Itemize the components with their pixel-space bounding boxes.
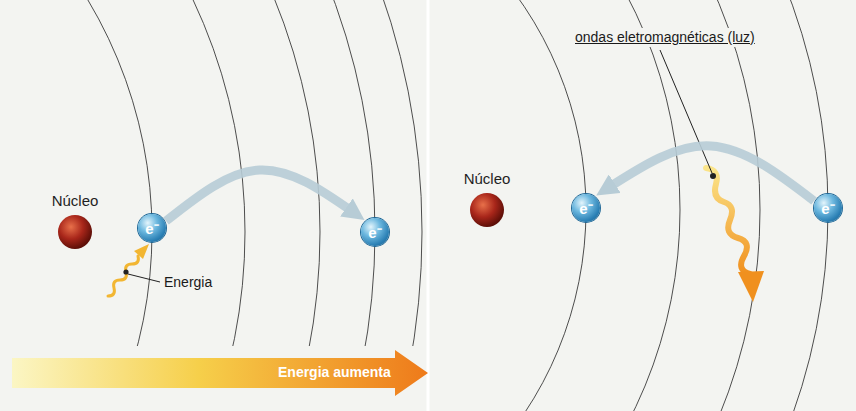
energy-wave-head bbox=[134, 244, 149, 259]
transition-arrow bbox=[166, 170, 353, 221]
orbits-left bbox=[0, 0, 422, 346]
nucleus-ball bbox=[470, 193, 504, 227]
electron: e⁻ bbox=[138, 214, 166, 242]
panel-gap bbox=[427, 0, 430, 411]
light-wave bbox=[706, 168, 750, 274]
bar-label: Energia aumenta bbox=[278, 364, 391, 381]
electron-symbol: e⁻ bbox=[368, 225, 381, 240]
electron: e⁻ bbox=[814, 194, 842, 222]
leader-dot bbox=[710, 173, 716, 179]
electron: e⁻ bbox=[361, 218, 389, 246]
light-wave-head bbox=[738, 271, 764, 302]
leader-dot bbox=[123, 269, 128, 274]
light-label: ondas eletromagnéticas (luz) bbox=[572, 28, 758, 47]
electron-symbol: e⁻ bbox=[145, 221, 158, 236]
nucleus: Núcleo bbox=[49, 192, 102, 250]
orbit bbox=[430, 0, 760, 411]
energy-label: Energia bbox=[164, 274, 212, 291]
nucleus-label: Núcleo bbox=[461, 170, 514, 187]
electron: e⁻ bbox=[572, 194, 600, 222]
orbits-right bbox=[430, 0, 828, 411]
electron-symbol: e⁻ bbox=[579, 201, 592, 216]
nucleus-ball bbox=[58, 215, 92, 249]
orbit bbox=[0, 0, 245, 346]
nucleus-shape bbox=[469, 192, 505, 228]
energy-wave bbox=[108, 256, 138, 296]
orbit bbox=[430, 0, 828, 411]
right-panel bbox=[429, 0, 856, 411]
nucleus-shape bbox=[57, 214, 93, 250]
nucleus: Núcleo bbox=[461, 170, 514, 228]
orbit bbox=[0, 0, 152, 346]
orbit bbox=[0, 0, 422, 346]
transition-arrow bbox=[608, 146, 814, 201]
electron-symbol: e⁻ bbox=[821, 201, 834, 216]
energy-arrow-bar bbox=[12, 350, 428, 396]
orbit bbox=[430, 0, 680, 411]
leader-line bbox=[128, 274, 160, 282]
nucleus-label: Núcleo bbox=[49, 192, 102, 209]
orbit bbox=[430, 0, 586, 411]
orbit bbox=[0, 0, 375, 346]
left-panel bbox=[0, 0, 427, 411]
